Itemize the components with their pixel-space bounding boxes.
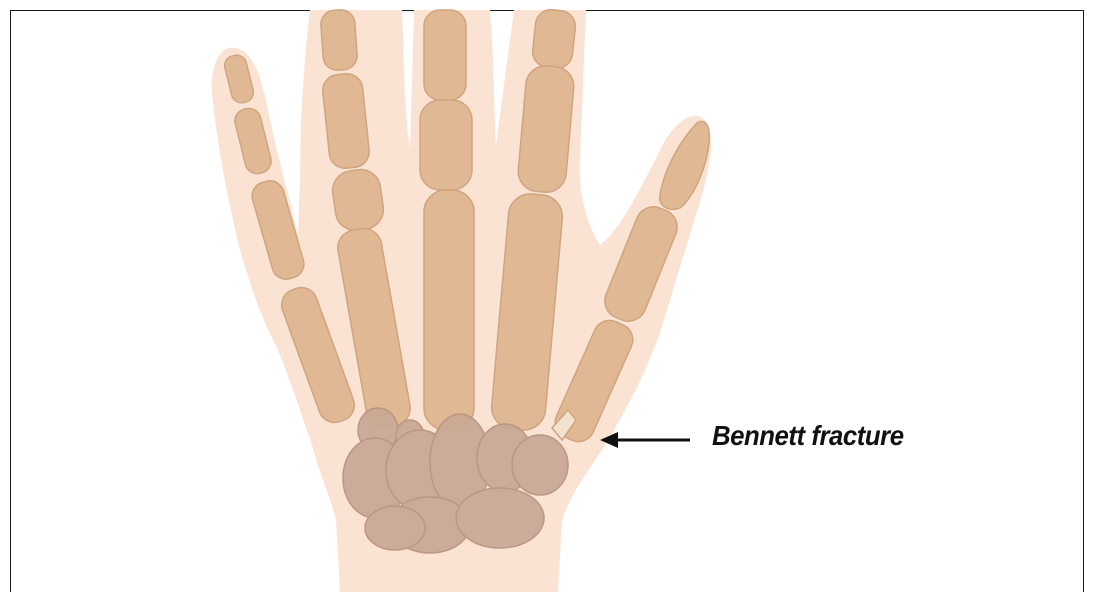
middle-finger-bones [420,10,474,430]
carpal-scaphoid [456,488,544,548]
middle-metacarpal [424,190,474,430]
carpal-trapezium [512,435,568,495]
carpal-base-left [365,506,425,550]
middle-proximal-phalanx [420,100,472,190]
bennett-fracture-label: Bennett fracture [712,420,904,452]
index-distal-phalanx [531,8,577,70]
ring-distal-phalanx [320,9,358,71]
fracture-pointer-arrow [600,432,690,448]
middle-distal-phalanx [424,10,466,100]
index-middle-phalanx [517,64,576,194]
